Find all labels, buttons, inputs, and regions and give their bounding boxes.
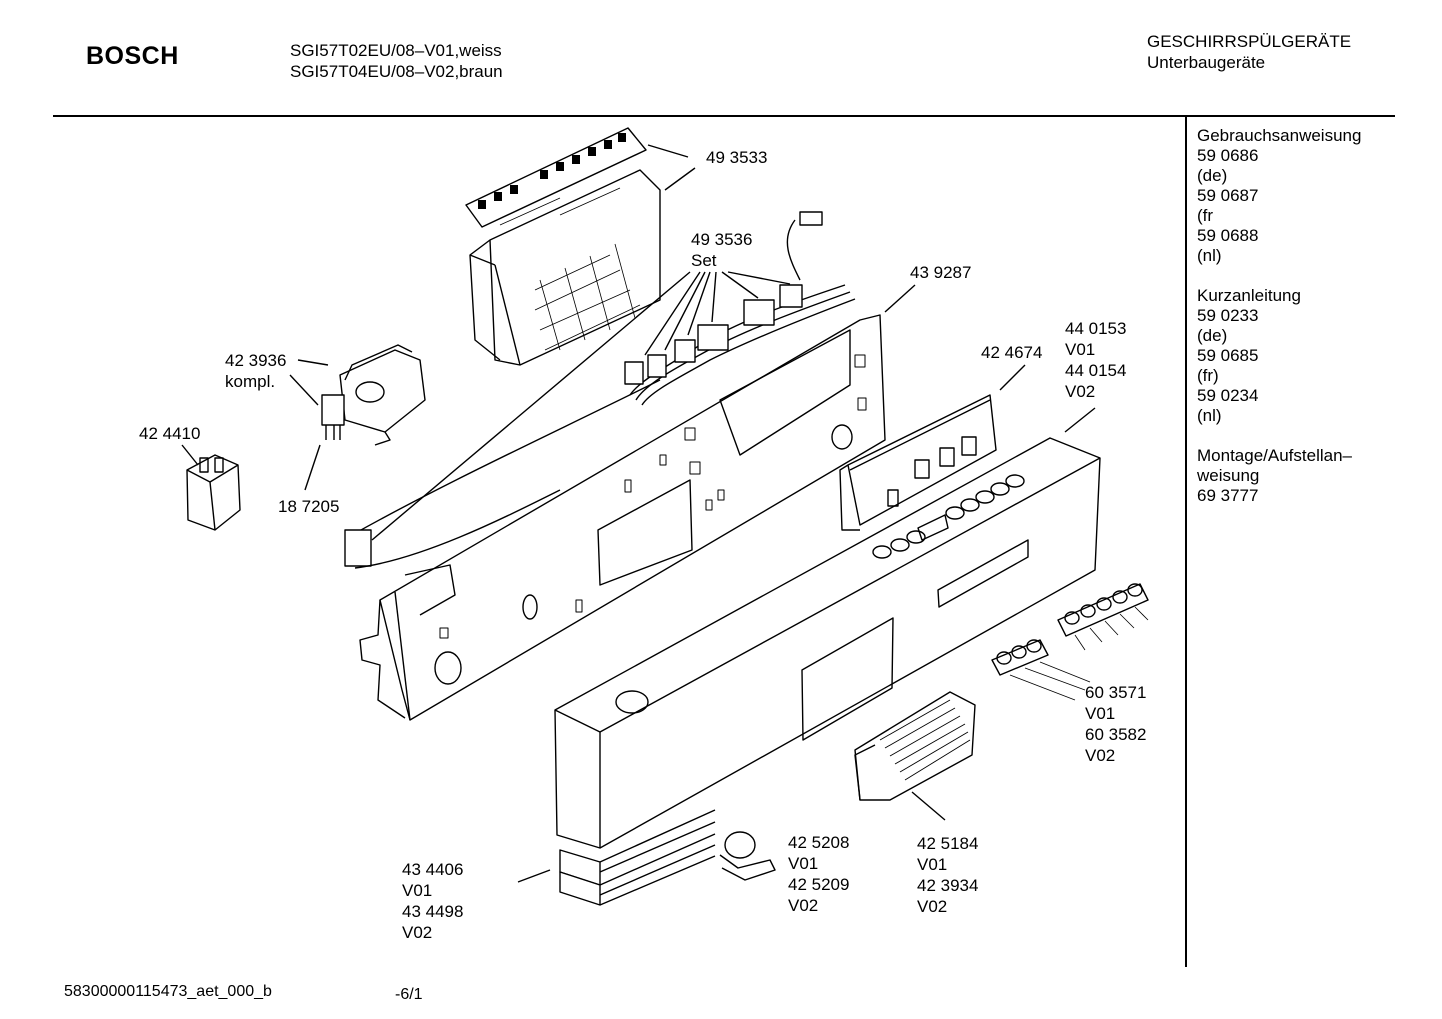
panel-frame-part [359, 314, 886, 721]
sidebar-docs: Gebrauchsanweisung 59 0686 (de) 59 0687 … [1197, 126, 1361, 506]
part-variant: V01 [917, 855, 948, 874]
doc-line: weisung [1197, 466, 1260, 485]
doc-group-quickguide: Kurzanleitung 59 0233 (de) 59 0685 (fr) … [1197, 286, 1361, 426]
button-set-part [991, 583, 1149, 701]
part-variant: V02 [1065, 382, 1096, 401]
part-variant: V01 [788, 854, 819, 873]
part-variant: V02 [402, 923, 433, 942]
part-number: 43 9287 [910, 263, 972, 282]
part-variant: V01 [1065, 340, 1096, 359]
doc-line: (de) [1197, 166, 1228, 185]
leader-434406 [517, 869, 551, 883]
cable-set-part [344, 211, 856, 569]
insulation-strip-part [559, 809, 716, 906]
part-variant: V02 [788, 896, 819, 915]
part-number: 42 5208 [788, 833, 850, 852]
doc-line: 59 0688 [1197, 226, 1259, 245]
label-603571: 60 3571 V01 60 3582 V02 [1085, 682, 1146, 766]
leader-440153 [1064, 407, 1096, 433]
connector-plug-part [186, 454, 241, 531]
pressure-switch-part [321, 344, 426, 446]
doc-group-installation: Montage/Aufstellan– weisung 69 3777 [1197, 446, 1361, 506]
part-number: 42 5209 [788, 875, 850, 894]
leader-439287 [884, 284, 916, 313]
category-title: GESCHIRRSPÜLGERÄTE [1147, 32, 1352, 51]
part-number: 18 7205 [278, 497, 340, 516]
doc-line: 59 0233 [1197, 306, 1259, 325]
model-line-2: SGI57T04EU/08–V02,braun [290, 62, 503, 81]
leader-424410 [181, 444, 199, 466]
doc-line: (de) [1197, 326, 1228, 345]
brand-logo: BOSCH [86, 42, 179, 70]
part-number: 43 4498 [402, 902, 464, 921]
leader-425184 [911, 791, 946, 821]
part-variant: V02 [917, 897, 948, 916]
front-fascia-part [554, 437, 1101, 849]
door-handle-part [854, 691, 976, 801]
label-187205: 18 7205 [278, 496, 339, 517]
leader-493536 [371, 271, 791, 541]
model-line-1: SGI57T02EU/08–V01,weiss [290, 41, 502, 60]
doc-line: 59 0685 [1197, 346, 1259, 365]
exploded-view-drawing [181, 127, 1149, 906]
doc-line: (nl) [1197, 406, 1222, 425]
doc-line: (nl) [1197, 246, 1222, 265]
part-variant: V02 [1085, 746, 1116, 765]
label-440153: 44 0153 V01 44 0154 V02 [1065, 318, 1126, 402]
part-number: 42 4410 [139, 424, 201, 443]
doc-line: 59 0687 [1197, 186, 1259, 205]
part-variant: V01 [1085, 704, 1116, 723]
part-number: 60 3571 [1085, 683, 1147, 702]
part-number: 42 3934 [917, 876, 979, 895]
doc-line: 59 0234 [1197, 386, 1259, 405]
part-variant: V01 [402, 881, 433, 900]
control-module-part [465, 127, 661, 366]
part-number: 44 0154 [1065, 361, 1127, 380]
label-439287: 43 9287 [910, 262, 971, 283]
label-493533: 49 3533 [706, 147, 767, 168]
display-board-part [839, 394, 997, 531]
leader-187205 [304, 444, 321, 491]
doc-line: 69 3777 [1197, 486, 1259, 505]
header-rule [53, 115, 1395, 117]
part-number: 42 5184 [917, 834, 979, 853]
document-id: 58300000115473_aet_000_b [64, 983, 272, 1000]
part-number: 43 4406 [402, 860, 464, 879]
leader-423936-b [289, 374, 319, 406]
part-number: 60 3582 [1085, 725, 1147, 744]
label-425208: 42 5208 V01 42 5209 V02 [788, 832, 849, 916]
part-number: 42 3936 [225, 351, 287, 370]
subcategory-title: Unterbaugeräte [1147, 53, 1266, 72]
leader-493533 [647, 144, 689, 158]
leader-424674 [999, 364, 1026, 391]
sidebar-divider [1185, 117, 1187, 967]
label-493536: 49 3536 Set [691, 229, 752, 271]
label-424674: 42 4674 [981, 342, 1042, 363]
part-note: kompl. [225, 372, 276, 391]
label-424410: 42 4410 [139, 423, 200, 444]
label-425184: 42 5184 V01 42 3934 V02 [917, 833, 978, 917]
part-number: 42 4674 [981, 343, 1043, 362]
doc-group-manual: Gebrauchsanweisung 59 0686 (de) 59 0687 … [1197, 126, 1361, 266]
doc-group-title: Kurzanleitung [1197, 286, 1301, 305]
clip-part [719, 831, 776, 881]
label-434406: 43 4406 V01 43 4498 V02 [402, 859, 463, 943]
part-note: Set [691, 251, 717, 270]
leader-493533-b [664, 167, 696, 191]
part-number: 44 0153 [1065, 319, 1127, 338]
part-number: 49 3533 [706, 148, 768, 167]
part-number: 49 3536 [691, 230, 753, 249]
leader-423936 [297, 359, 329, 366]
doc-line: (fr [1197, 206, 1214, 225]
doc-line: (fr) [1197, 366, 1219, 385]
page-number: -6/1 [395, 986, 423, 1003]
doc-group-title: Gebrauchsanweisung [1197, 126, 1362, 145]
label-423936: 42 3936 kompl. [225, 350, 286, 392]
doc-line: 59 0686 [1197, 146, 1259, 165]
doc-group-title: Montage/Aufstellan– [1197, 446, 1352, 465]
